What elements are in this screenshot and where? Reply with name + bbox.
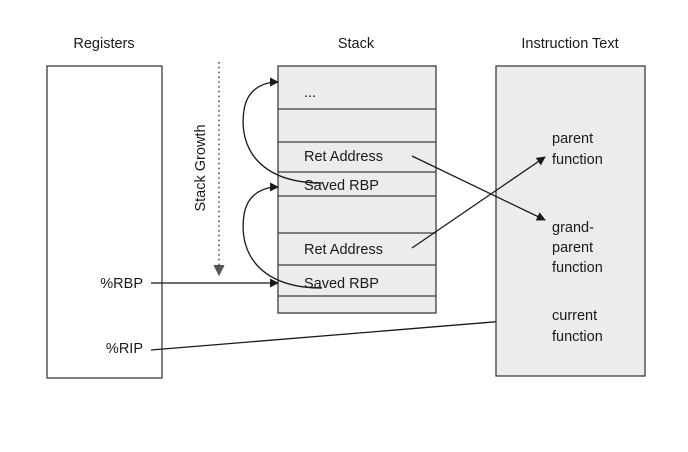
stack-panel (277, 65, 437, 314)
saved-rbp-chain-curve-upper (242, 77, 323, 184)
register-rbp-label: %RBP (100, 276, 143, 292)
instruction-text-title: Instruction Text (521, 36, 618, 52)
parent-function-line2: function (552, 152, 603, 168)
grandparent-function-line2: parent (552, 240, 593, 256)
instruction-text-panel (495, 65, 646, 377)
parent-function-line1: parent (552, 131, 593, 147)
current-function-line2: function (552, 329, 603, 345)
stack-title: Stack (338, 36, 375, 52)
grandparent-function-line3: function (552, 260, 603, 276)
register-rip-label: %RIP (106, 341, 143, 357)
current-function-line1: current (552, 308, 597, 324)
ret-address-upper-to-grandparent-arrow (411, 155, 546, 221)
registers-panel (46, 65, 163, 379)
saved-rbp-chain-curve-lower (242, 182, 323, 289)
stack-cell-label-5: Ret Address (304, 242, 383, 258)
stack-cell-label-2: Ret Address (304, 149, 383, 165)
rip-pointer-line (150, 314, 543, 351)
stack-cell-label-0: ... (304, 85, 316, 101)
ret-address-lower-to-parent-arrow (411, 156, 546, 249)
registers-title: Registers (73, 36, 134, 52)
stack-growth-label: Stack Growth (193, 124, 209, 211)
stack-cell-label-3: Saved RBP (304, 178, 379, 194)
grandparent-function-line1: grand- (552, 220, 594, 236)
stack-cell-label-6: Saved RBP (304, 276, 379, 292)
